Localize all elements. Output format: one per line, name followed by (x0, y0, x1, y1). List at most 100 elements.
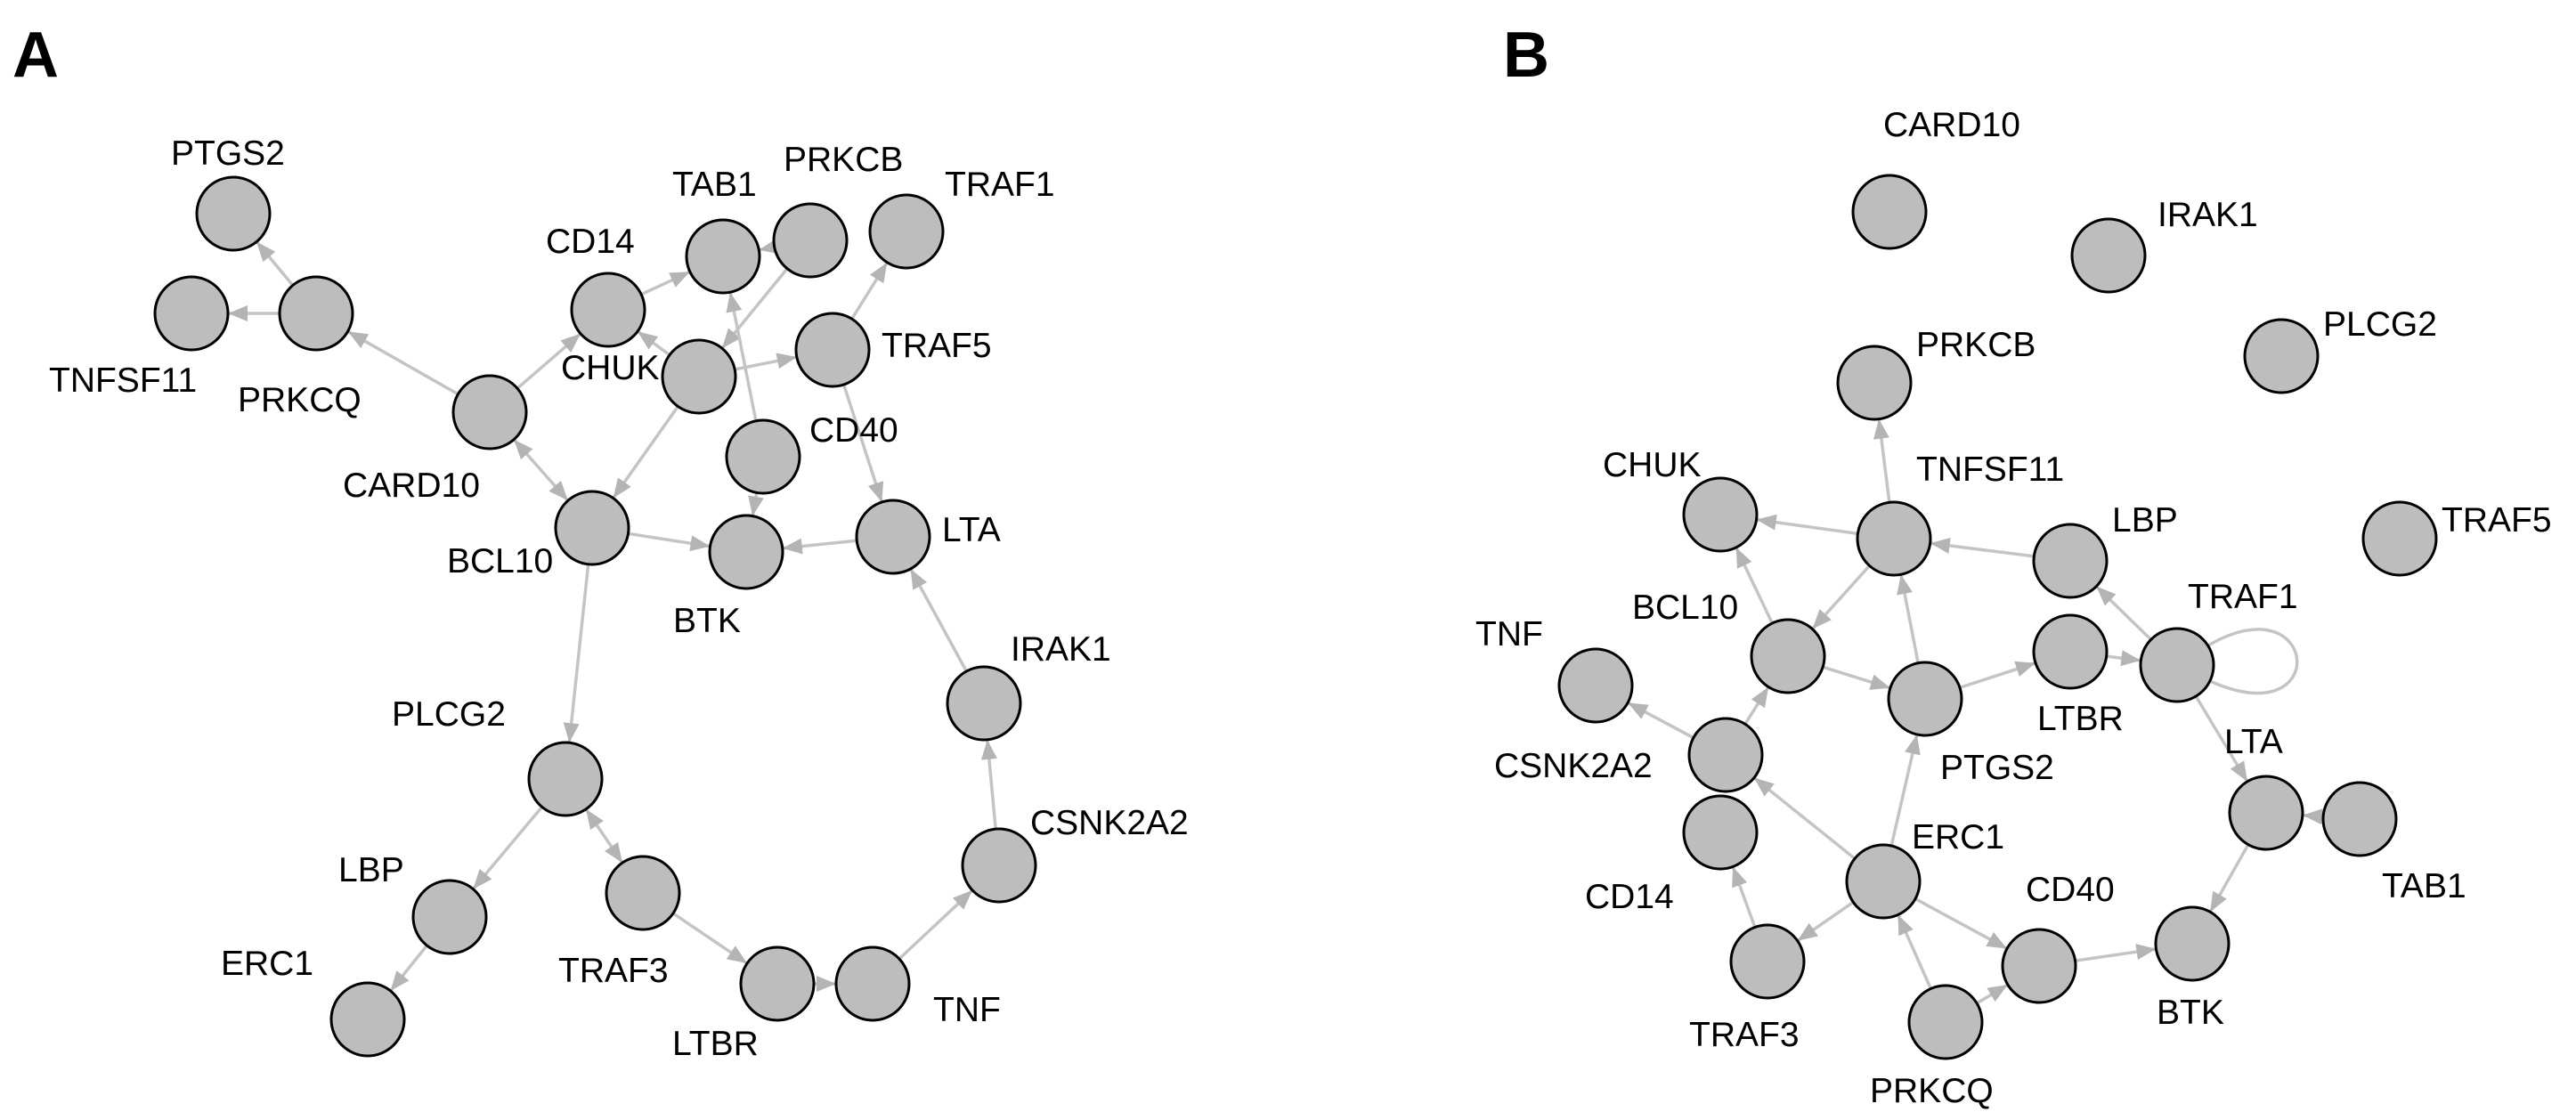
panel-a-edge-card10-to-cd14-arrowhead (560, 333, 581, 353)
panel-a-node-cd14-circle (570, 272, 646, 348)
panel-b-node-card10-circle (1851, 174, 1928, 250)
panel-a-letter: A (12, 20, 59, 91)
panel-a-node-lta-label: LTA (942, 511, 1001, 549)
panel-b-node-csnk2a2-label: CSNK2A2 (1494, 747, 1653, 785)
panel-a-node-tab1: TAB1 (672, 166, 761, 295)
panel-a-node-irak1-label: IRAK1 (1011, 630, 1111, 669)
panel-b-node-cd40: CD40 (2001, 871, 2115, 1004)
panel-a-node-bcl10-circle (554, 490, 630, 566)
panel-b-letter: B (1503, 20, 1549, 91)
panel-a-node-plcg2-label: PLCG2 (392, 695, 506, 734)
panel-a-node-card10-circle (451, 374, 528, 450)
panel-b-node-cd14-circle (1682, 794, 1759, 871)
panel-a-node-ltbr-circle (739, 946, 816, 1022)
panel-b-node-lta: LTA (2224, 723, 2304, 851)
panel-b-node-tnfsf11-circle (1856, 500, 1932, 577)
panel-b-node-btk-label: BTK (2157, 994, 2224, 1032)
panel-b-edge-lbp-to-tnfsf11-arrowhead (1930, 537, 1951, 554)
panel-a-node-lbp: LBP (338, 851, 488, 955)
panel-b-node-chuk-label: CHUK (1603, 446, 1702, 484)
panel-b-node-btk-circle (2154, 905, 2231, 982)
panel-a-node-prkcb-circle (772, 202, 849, 279)
panel-b-edge-erc1-to-ptgs2-arrowhead (1905, 734, 1921, 756)
panel-b-node-prkcb-label: PRKCB (1916, 326, 2036, 364)
panel-a-node-plcg2: PLCG2 (392, 695, 604, 817)
panel-b-node-prkcb-circle (1836, 345, 1913, 421)
panel-a-node-tnfsf11-label: TNFSF11 (49, 361, 197, 400)
panel-a-edge-bcl10-to-btk-arrowhead (689, 535, 711, 552)
panel-a-edge-irak1-to-lta-arrowhead (910, 568, 928, 590)
panel-a-edge-prkcq-to-tnfsf11-arrowhead (228, 305, 248, 321)
panel-b-node-prkcb: PRKCB (1836, 326, 2036, 421)
panel-b-edge-ptgs2-to-tnfsf11-arrowhead (1897, 574, 1913, 596)
panel-a-node-prkcq-circle (278, 275, 354, 352)
panel-a-node-chuk-circle (661, 338, 737, 415)
panel-a-edge-lta-to-btk-arrowhead (782, 538, 803, 555)
panel-a-edge-card10-to-prkcq-arrowhead (347, 331, 370, 348)
panel-a-edge-chuk-to-bcl10-arrowhead (613, 477, 631, 499)
panel-b-node-cd14-label: CD14 (1585, 878, 1674, 916)
panel-b-edge-traf1-to-traf1 (2207, 628, 2299, 695)
panel-b-edge-ltbr-to-traf1-arrowhead (2120, 650, 2141, 667)
panel-a-edge-traf3-to-ltbr-arrowhead (726, 946, 748, 964)
panel-b-node-lbp-label: LBP (2112, 501, 2178, 540)
panel-b-node-tnf-circle (1557, 647, 1634, 724)
panel-b-node-card10: CARD10 (1851, 106, 2020, 250)
panel-b-node-bcl10-circle (1750, 618, 1826, 694)
panel-a-node-ptgs2: PTGS2 (171, 134, 285, 252)
panel-a-node-cd40-circle (725, 418, 801, 495)
panel-a-edge-cd40-to-tab1 (728, 291, 758, 422)
panel-b-edge-csnk2a2-to-bcl10-arrowhead (1751, 686, 1769, 709)
panel-a-edge-cd40-to-tab1-arrowhead (726, 292, 743, 313)
panel-b-edge-bcl10-to-chuk-arrowhead (1735, 547, 1752, 569)
panel-b-node-tab1: TAB1 (2321, 781, 2466, 905)
panel-b-edge-cd40-to-btk-arrowhead (2135, 944, 2157, 960)
panel-a-node-traf3-circle (605, 855, 681, 931)
panel-b-node-ltbr-circle (2032, 613, 2109, 690)
panel-a-edge-prkcq-to-ptgs2-arrowhead (256, 241, 276, 263)
panel-b-node-btk: BTK (2154, 905, 2231, 1032)
panel-a-node-prkcq: PRKCQ (238, 275, 362, 419)
panel-b-node-traf3: TRAF3 (1689, 923, 1806, 1054)
panel-a-node-card10-label: CARD10 (343, 467, 480, 505)
panel-a-edge-chuk-to-cd14-arrowhead (638, 331, 659, 350)
panel-a-node-erc1: ERC1 (221, 945, 406, 1058)
panel-b-edge-erc1-to-cd40-arrowhead (1986, 932, 2007, 949)
panel-b-node-prkcq-label: PRKCQ (1870, 1072, 1994, 1110)
panel-b-edge-csnk2a2-to-tnf-arrowhead (1628, 702, 1649, 719)
panel-a-node-card10: CARD10 (343, 374, 528, 505)
panel-a-node-cd14: CD14 (546, 223, 646, 348)
panel-a-edge-bcl10-to-plcg2-arrowhead (563, 722, 580, 743)
panel-a-node-tab1-label: TAB1 (672, 166, 757, 204)
panel-b-edge-tnfsf11-to-chuk-arrowhead (1756, 514, 1777, 531)
panel-a-node-chuk: CHUK (561, 338, 737, 415)
panel-b-node-erc1-label: ERC1 (1912, 818, 2004, 856)
panel-b-node-cd40-label: CD40 (2026, 871, 2115, 909)
panel-b-node-lbp-circle (2032, 523, 2109, 599)
panel-a-node-traf1-circle (868, 193, 945, 270)
panel-a-edge-lbp-to-erc1-arrowhead (390, 970, 410, 991)
panel-b-node-ltbr-label: LTBR (2037, 700, 2124, 738)
panel-a-node-ltbr-label: LTBR (672, 1025, 759, 1063)
panel-b-edge-erc1-to-csnk2a2-arrowhead (1753, 777, 1775, 797)
panel-a-node-bcl10: BCL10 (447, 490, 630, 580)
panel-a-edge-traf5-to-lta (841, 384, 884, 503)
panel-a-node-bcl10-label: BCL10 (447, 542, 553, 580)
panel-a-node-ptgs2-circle (195, 175, 272, 252)
panel-b-edge-tab1-to-lta-arrowhead (2302, 808, 2323, 825)
panel-b-node-tab1-label: TAB1 (2382, 867, 2466, 905)
panel-b-node-traf5: TRAF5 (2361, 500, 2552, 577)
panel-b-edges (1627, 418, 2324, 1005)
panel-b-node-bcl10-label: BCL10 (1632, 588, 1738, 627)
panel-a-edge-csnk2a2-to-irak1-arrowhead (980, 739, 997, 760)
panel-a-node-prkcq-label: PRKCQ (238, 381, 362, 419)
panel-a-nodes: PTGS2TNFSF11PRKCQCARD10CD14TAB1PRKCBTRAF… (49, 134, 1189, 1063)
panel-b-node-prkcq: PRKCQ (1870, 984, 1994, 1110)
panel-a-node-traf5-label: TRAF5 (882, 327, 992, 365)
panel-a-edges (228, 238, 997, 993)
panel-b-node-ptgs2-circle (1887, 661, 1963, 737)
panel-b-node-irak1-circle (2070, 217, 2147, 294)
panel-b-node-lta-label: LTA (2224, 723, 2283, 761)
